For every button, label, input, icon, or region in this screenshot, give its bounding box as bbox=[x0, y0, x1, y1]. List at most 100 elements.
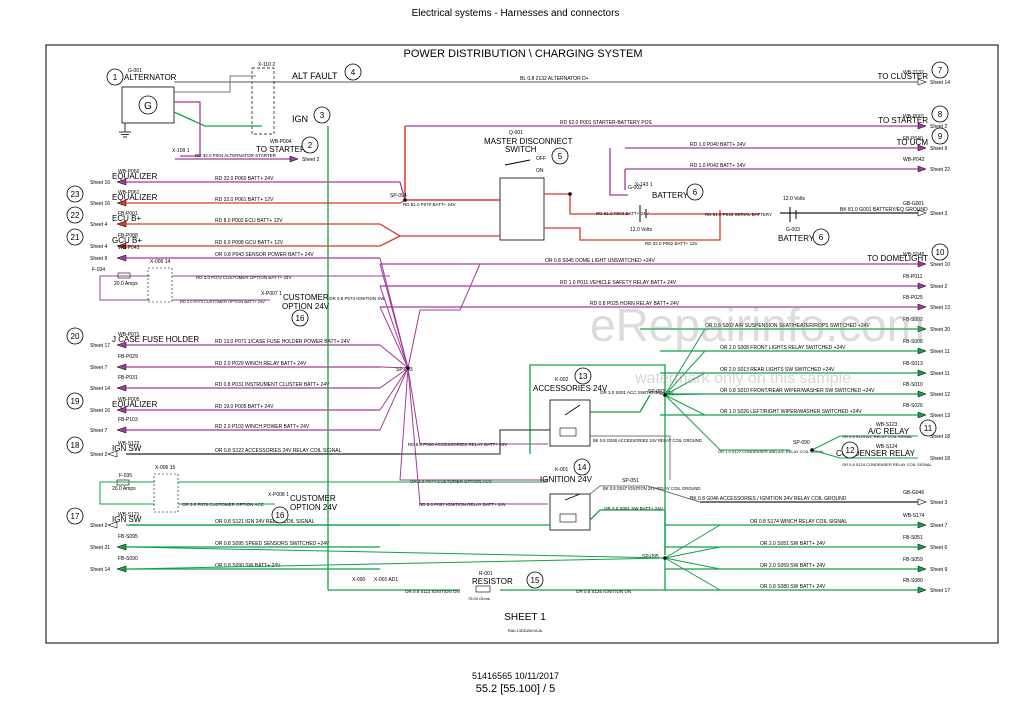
right-sheet-ref: Sheet 9 bbox=[930, 146, 947, 152]
wire-s122 bbox=[130, 429, 550, 455]
customer1-name-2: OPTION 24V bbox=[282, 302, 330, 311]
fuse2-code: F-035 bbox=[119, 473, 132, 479]
right-connector-code: GB-G046 bbox=[903, 490, 924, 496]
callout-circle-icon bbox=[841, 441, 859, 459]
right-sheet-ref: Sheet 18 bbox=[930, 434, 950, 440]
right-wire-label: BK 0.8 G046 ACCESSORIES / IGNITION 24V R… bbox=[690, 496, 847, 502]
footer-doc-id: 51416565 10/11/2017 bbox=[472, 671, 559, 681]
alternator-body bbox=[121, 86, 175, 124]
right-sheet-ref: Sheet 2 bbox=[930, 284, 947, 290]
alternator-code: G-001 bbox=[128, 68, 142, 74]
left-callout-number: 21 bbox=[71, 233, 80, 242]
right-wire-label: OR 2.0 S059 SW BATT+ 24V bbox=[760, 563, 826, 569]
ignition-relay-body bbox=[549, 493, 591, 531]
callout-circle-icon bbox=[526, 571, 544, 589]
callout-circle-icon bbox=[686, 183, 704, 201]
left-connector-code: WB-P060 bbox=[118, 169, 140, 175]
callout-circle-icon bbox=[931, 243, 949, 261]
right-connector-code: FB-S010 bbox=[903, 382, 923, 388]
callout-circle-icon bbox=[66, 507, 84, 525]
alternator-callout: 1 bbox=[113, 73, 118, 82]
battery1-conn: X-143 1 bbox=[635, 182, 653, 188]
fuse1-amps: 20.0 Amps bbox=[114, 281, 138, 287]
wire-p060 bbox=[399, 181, 406, 201]
wire-p003 bbox=[544, 193, 630, 215]
right-connector-code: GB-G001 bbox=[903, 201, 924, 207]
left-component-name: EQUALIZER bbox=[112, 172, 158, 181]
right-connector-code: FB-S026 bbox=[903, 403, 923, 409]
wire-to-starter bbox=[174, 101, 201, 157]
callout-circle-icon bbox=[574, 367, 592, 385]
arrow-right-icon bbox=[917, 543, 927, 551]
wire-gcu bbox=[379, 235, 401, 247]
master-name-1: MASTER DISCONNECT bbox=[484, 137, 573, 146]
right-sheet-ref: Sheet 10 bbox=[930, 262, 950, 268]
right-connector-code: WB-S174 bbox=[903, 513, 925, 519]
master-name-2: SWITCH bbox=[505, 145, 537, 154]
switch-lever-icon bbox=[504, 159, 531, 166]
relay-coil-icon bbox=[559, 427, 577, 437]
wire-fan-sp093 bbox=[379, 367, 409, 411]
left-connector-code: FB-P088 bbox=[118, 233, 138, 239]
right-wire-label: BL 0.8 2132 ALTERNATOR D+ bbox=[520, 76, 589, 82]
left-wire-label: RD 19.0 P005 BATT+ 24V bbox=[215, 404, 274, 410]
sheet-label: SHEET 1 bbox=[504, 612, 546, 623]
left-wire-label: OR 0.8 S122 ACCESSORIES 24V RELAY COIL S… bbox=[215, 448, 342, 454]
wire-s111-label: OR 0.8 S111 IGNITION ON bbox=[405, 589, 460, 594]
customer2-code: X-P008 1 bbox=[268, 492, 289, 498]
left-wire-label: OR 0.8 P043 SENSOR POWER BATT+ 24V bbox=[215, 252, 314, 258]
callout-circle-icon bbox=[291, 309, 309, 327]
arrow-left-icon bbox=[116, 426, 127, 434]
fuse2-amps: 20.0 Amps bbox=[112, 486, 136, 492]
wire-fan-sp093 bbox=[379, 367, 409, 431]
wire-p007 bbox=[407, 367, 548, 505]
wire-fuse2-loop bbox=[99, 482, 155, 505]
right-wire-label: OR 0.8 S045 DOME LIGHT UNSWITCHED +24V bbox=[545, 258, 655, 264]
watermark-note: watermark only on this sample bbox=[635, 370, 852, 387]
right-wire-label: OR 2.0 S013 REAR LIGHTS SW SWITCHED +24V bbox=[720, 367, 835, 373]
right-sheet-ref: Sheet 20 bbox=[930, 327, 950, 333]
left-connector-code: WB-S122 bbox=[118, 441, 140, 447]
starter-left-wire: RD 32.0 P004 ALTERNATOR-STARTER bbox=[195, 153, 277, 158]
wire-fan-sp095 bbox=[664, 557, 721, 570]
wire-fuse1-loop bbox=[99, 276, 150, 301]
right-sheet-ref: Sheet 18 bbox=[930, 456, 950, 462]
wire-fan-sp095 bbox=[664, 524, 721, 559]
right-sheet-ref: Sheet 3 bbox=[930, 211, 947, 217]
wire-p006-label: RD 5.0 P006 ACCESSORIES RELAY BATT+ 24V bbox=[408, 442, 507, 447]
arrow-right-icon bbox=[917, 521, 927, 529]
right-wire-label: RD 1.0 P040 BATT+ 24V bbox=[690, 142, 746, 148]
starter-left-callout: 2 bbox=[308, 141, 313, 150]
left-wire-label: RD 32.0 P060 BATT+ 24V bbox=[215, 176, 274, 182]
callout-circle-icon bbox=[313, 106, 331, 124]
wire-ign bbox=[173, 111, 262, 127]
left-connector-code: FB-P103 bbox=[118, 417, 138, 423]
callout-circle-icon bbox=[573, 458, 591, 476]
battery2-code: G-003 bbox=[786, 227, 800, 233]
right-wire-label: OR 0.8 S002 AIR SUSPENSION SEAT/HEATER/R… bbox=[705, 323, 870, 329]
wire-fan-sp093 bbox=[379, 263, 409, 369]
left-sheet-ref: Sheet 9 bbox=[90, 256, 107, 262]
right-connector-code: FB-P040 bbox=[903, 136, 923, 142]
wire-p074 bbox=[399, 367, 548, 481]
watermark-brand: eRepairinfo.com bbox=[590, 299, 925, 351]
wire-ecu bbox=[379, 223, 500, 237]
battery2-callout: 6 bbox=[819, 233, 824, 242]
left-wire-label: OR 0.8 S121 IGN 24V RELAY COIL SIGNAL bbox=[215, 519, 315, 525]
wire-p062 bbox=[544, 210, 721, 241]
left-callout-number: 19 bbox=[71, 397, 80, 406]
wire-fan-sp093 bbox=[379, 344, 409, 369]
wire-s001 bbox=[590, 394, 651, 413]
wire-s126 bbox=[500, 558, 666, 591]
alt-fault-code: X-110 2 bbox=[258, 62, 275, 68]
wire-p062-label: RD 32.0 P062 BATT+ 12V bbox=[645, 241, 698, 246]
drawing-ref: RAIL13DDZ8IYAJA bbox=[508, 628, 543, 633]
right-sheet-ref: Sheet 17 bbox=[930, 588, 950, 594]
left-sheet-ref: Sheet 14 bbox=[90, 567, 110, 573]
wire-s127 bbox=[664, 394, 790, 451]
splice-dot-icon bbox=[568, 192, 572, 196]
right-connector-code: FB-S013 bbox=[903, 361, 923, 367]
relay-contact-icon bbox=[564, 404, 581, 416]
arrow-left-icon bbox=[107, 450, 118, 458]
